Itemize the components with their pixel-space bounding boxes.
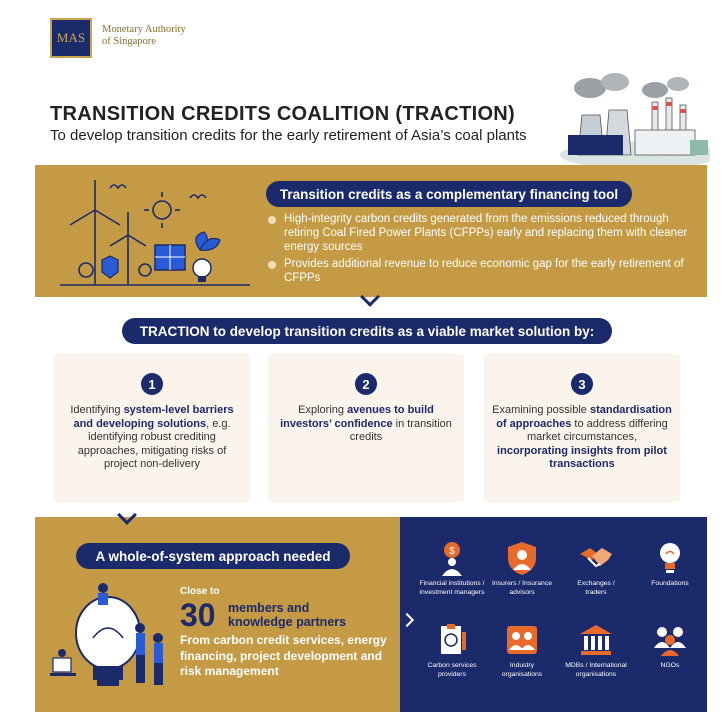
org-name: Monetary Authority of Singapore xyxy=(102,24,186,48)
members-label: members and knowledge partners xyxy=(228,601,347,629)
mas-logo: MAS xyxy=(50,18,92,58)
solution-card-1: 1 Identifying system-level barriers and … xyxy=(54,354,250,502)
member-count: 30 xyxy=(180,597,216,633)
dollar-person-icon: $ xyxy=(442,542,462,576)
member-exchanges: Exchanges /traders xyxy=(556,540,636,597)
intro-bullet-1: High-integrity carbon credits generated … xyxy=(268,212,688,254)
intro-heading: Transition credits as a complementary fi… xyxy=(266,181,632,207)
industry-people-icon xyxy=(507,626,537,654)
solution-card-2: 2 Exploring avenues to build investors’ … xyxy=(268,354,464,502)
page-subtitle: To develop transition credits for the ea… xyxy=(50,127,527,144)
solutions-heading: TRACTION to develop transition credits a… xyxy=(122,318,612,344)
members-scope: From carbon credit services, energy fina… xyxy=(180,633,387,678)
solution-card-3: 3 Examining possible standardisation of … xyxy=(484,354,680,502)
step-number-2: 2 xyxy=(355,373,377,395)
step-number-3: 3 xyxy=(571,373,593,395)
lightbulb-icon xyxy=(660,543,680,573)
member-financial-institutions: $ Financial institutions /investment man… xyxy=(412,540,492,597)
svg-text:$: $ xyxy=(449,546,455,557)
intro-bullets: High-integrity carbon credits generated … xyxy=(268,212,688,288)
intro-bullet-2: Provides additional revenue to reduce ec… xyxy=(268,257,688,285)
member-ngos: NGOs xyxy=(630,622,710,671)
solution-text-3: Examining possible standardisation of ap… xyxy=(492,404,672,470)
org-name-line2: of Singapore xyxy=(102,36,156,47)
step-number-1: 1 xyxy=(141,373,163,395)
page-title: TRANSITION CREDITS COALITION (TRACTION) xyxy=(50,103,516,125)
ngo-people-icon xyxy=(654,627,686,656)
insurer-shield-icon xyxy=(508,542,536,575)
bank-building-icon xyxy=(580,625,612,655)
close-to-label: Close to xyxy=(180,586,220,597)
member-foundations: Foundations xyxy=(630,540,710,589)
coal-plant-illustration xyxy=(560,73,710,165)
solution-text-1: Identifying system-level barriers and de… xyxy=(70,404,234,470)
logo-mark: MAS xyxy=(56,30,86,45)
solution-text-2: Exploring avenues to build investors’ co… xyxy=(280,404,452,443)
org-name-line1: Monetary Authority xyxy=(102,24,186,35)
lightbulb-team-illustration xyxy=(50,583,163,686)
handshake-icon xyxy=(580,548,612,568)
renewable-energy-illustration xyxy=(60,180,250,286)
approach-heading: A whole-of-system approach needed xyxy=(76,543,350,569)
clipboard-recycle-icon xyxy=(441,624,466,654)
